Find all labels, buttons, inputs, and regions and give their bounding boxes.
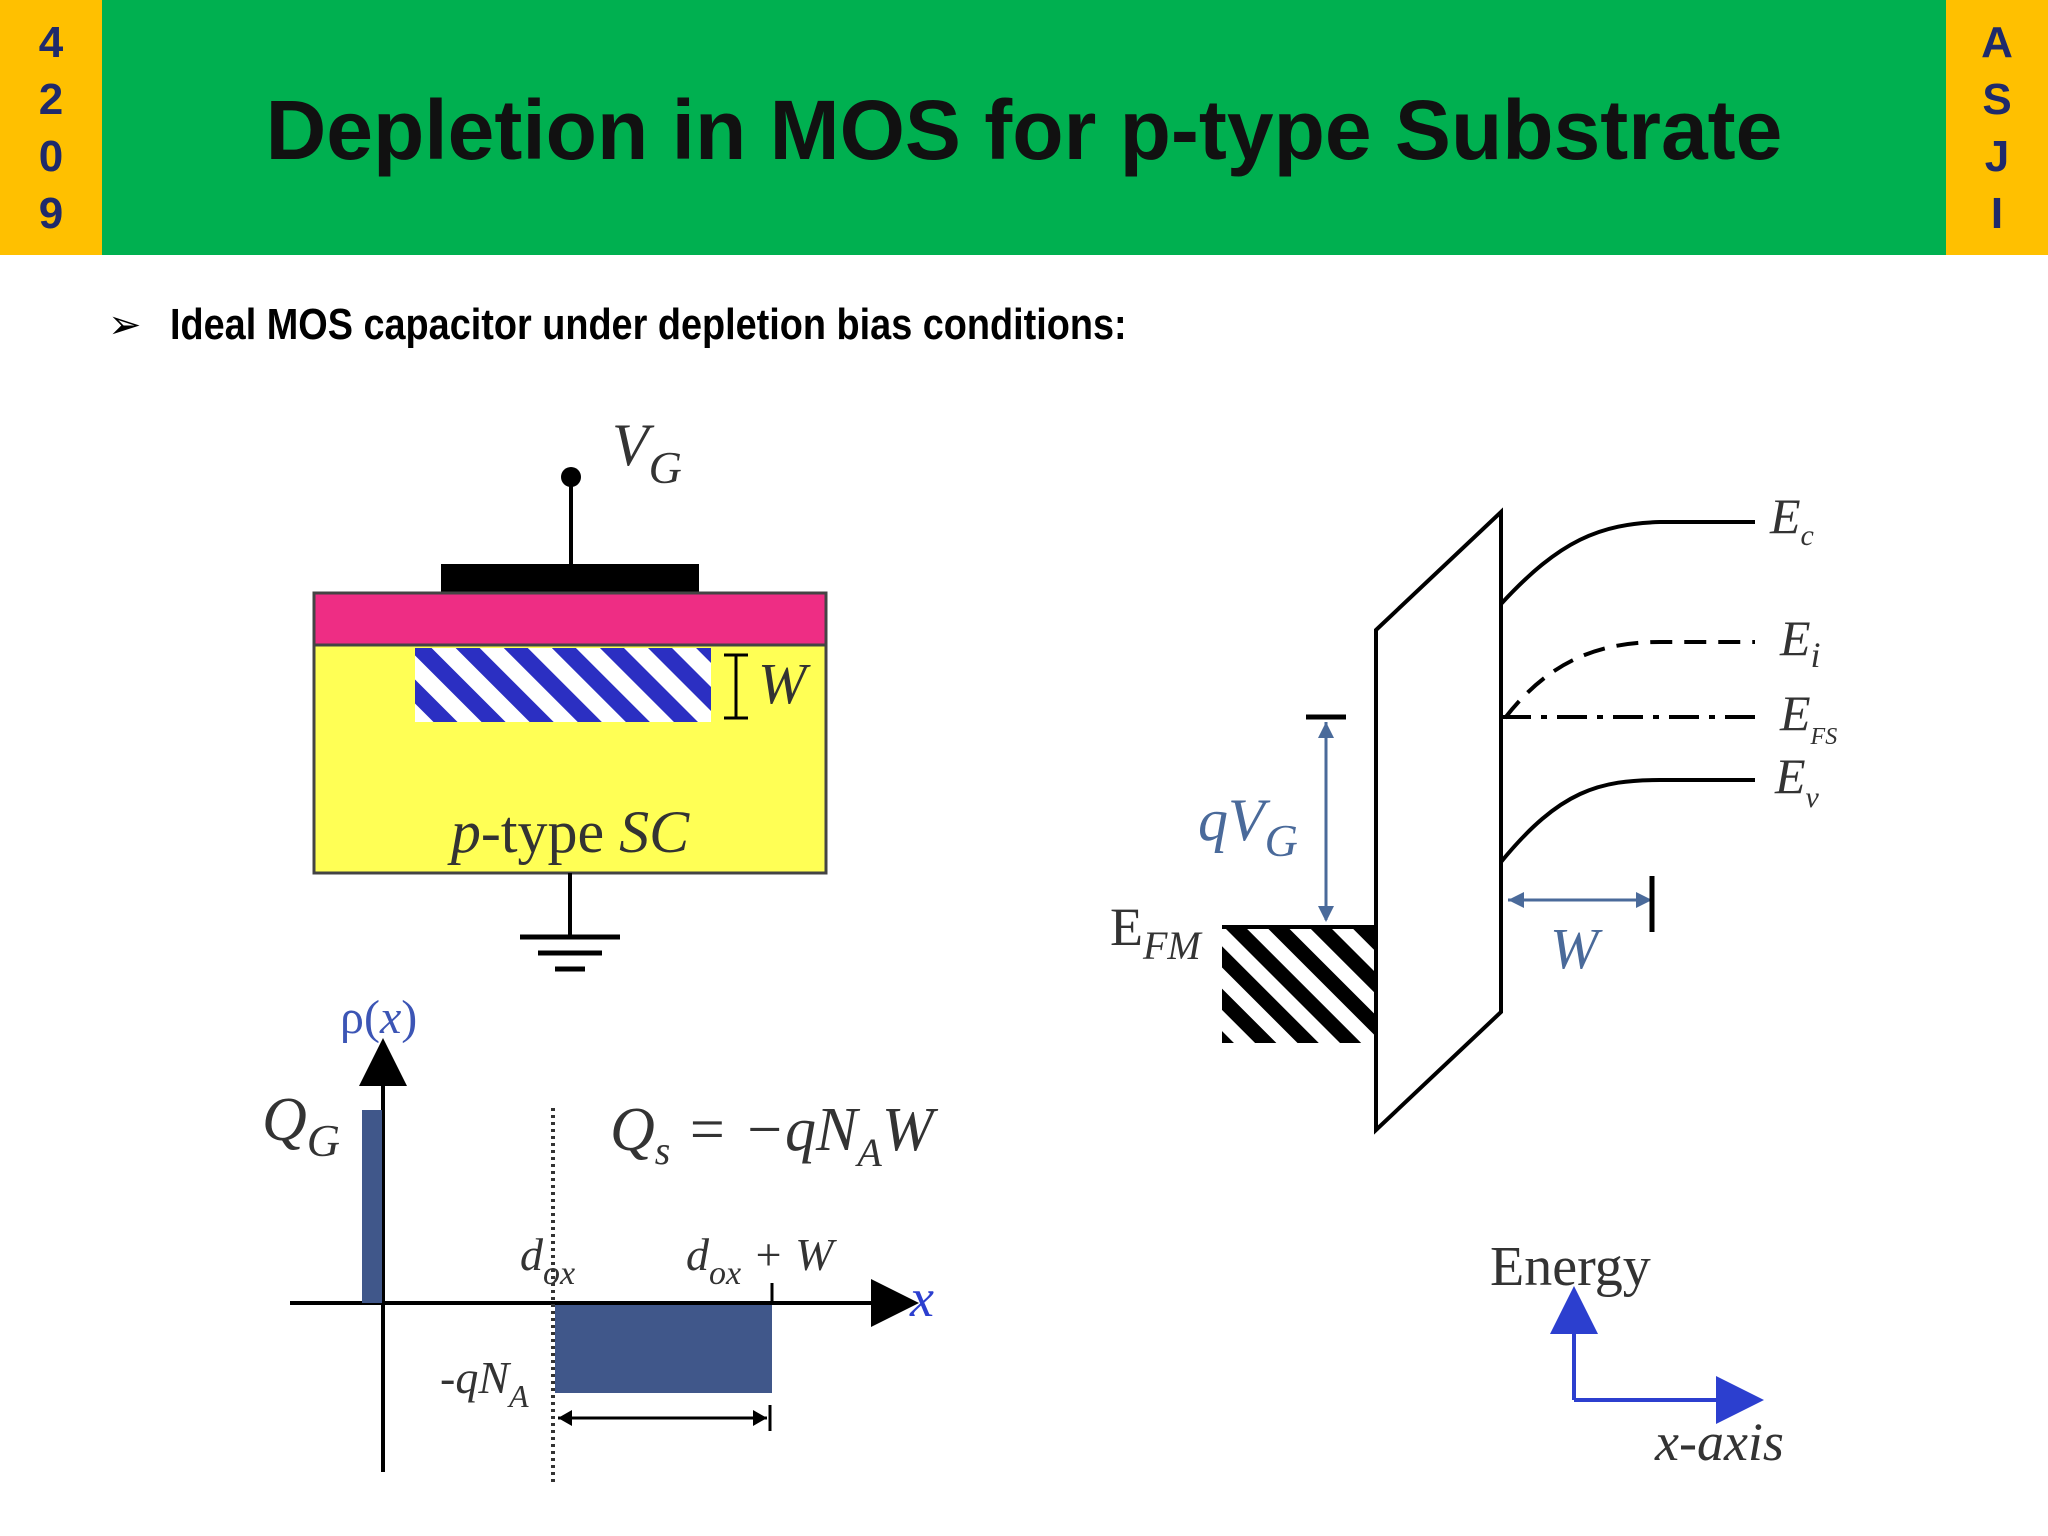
band-width-arrow-right-icon <box>1636 892 1652 908</box>
conduction-band-edge <box>1499 520 1755 606</box>
x-axis-legend-label: x-axis <box>1654 1412 1784 1472</box>
author-tab: A S J I <box>1946 0 2048 255</box>
ec-label: Ec <box>1769 488 1814 552</box>
x-axis-label: x <box>909 1268 934 1328</box>
band-width-arrow-left-icon <box>1508 892 1524 908</box>
rho-axis-label: ρ(x) <box>340 991 417 1044</box>
bullet-point: ➢ Ideal MOS capacitor under depletion bi… <box>108 300 1282 350</box>
valence-band-edge <box>1499 778 1755 864</box>
oxide-barrier <box>1374 507 1503 1135</box>
dox-label: dox <box>520 1229 575 1292</box>
efs-label: EFS <box>1779 685 1837 750</box>
acceptor-charge-label: -qNA <box>440 1352 529 1414</box>
bullet-text: Ideal MOS capacitor under depletion bias… <box>170 300 1127 349</box>
gate-charge-bar <box>362 1110 382 1303</box>
charge-density-plot: ρ(x) QG Qs = −qNAW dox dox + W -qNA x <box>262 991 939 1482</box>
metal-fermi-region <box>1222 927 1375 1043</box>
arrow-bullet-icon: ➢ <box>108 303 142 347</box>
band-diagram: EFM Ec Ei EFS Ev qVG W <box>1110 488 1837 1135</box>
ei-label: Ei <box>1779 610 1821 675</box>
slide-number-digit: 2 <box>38 74 64 124</box>
slide-title: Depletion in MOS for p-type Substrate <box>265 83 1783 177</box>
ev-label: Ev <box>1774 748 1820 814</box>
depletion-width-label: W <box>758 651 811 716</box>
author-letter: J <box>1984 131 2010 181</box>
slide-number-digit: 4 <box>38 17 64 67</box>
oxide-layer <box>312 591 828 647</box>
gate-voltage-label: VG <box>612 412 682 493</box>
substrate-label: p-type SC <box>447 799 690 865</box>
qvg-arrow-up-icon <box>1318 722 1334 738</box>
efm-label: EFM <box>1110 897 1203 968</box>
depletion-region <box>415 648 711 722</box>
dimension-arrow-left-icon <box>558 1410 572 1426</box>
energy-axis-label: Energy <box>1490 1236 1651 1298</box>
qvg-label: qVG <box>1198 787 1298 866</box>
slide-number-tab: 4 2 0 9 <box>0 0 102 255</box>
gate-charge-label: QG <box>262 1086 340 1166</box>
author-letter: A <box>1981 17 2013 67</box>
band-width-label: W <box>1550 916 1603 981</box>
gate-metal <box>441 564 699 594</box>
semiconductor-charge-equation: Qs = −qNAW <box>610 1096 939 1175</box>
slide-number-digit: 9 <box>38 188 64 238</box>
slide-number-digit: 0 <box>38 131 64 181</box>
mos-structure: VG W p-type SC <box>312 412 828 972</box>
dox-plus-w-label: dox + W <box>686 1229 837 1292</box>
acceptor-charge-bar <box>555 1305 772 1393</box>
author-letter: S <box>1982 74 2012 124</box>
gate-terminal <box>561 467 581 487</box>
author-letter: I <box>1990 188 2004 238</box>
dimension-arrow-right-icon <box>753 1410 767 1426</box>
intrinsic-level <box>1503 640 1755 720</box>
qvg-arrow-down-icon <box>1318 906 1334 922</box>
title-banner: Depletion in MOS for p-type Substrate <box>102 0 1946 255</box>
axes-legend: Energy x-axis <box>1490 1236 1784 1472</box>
